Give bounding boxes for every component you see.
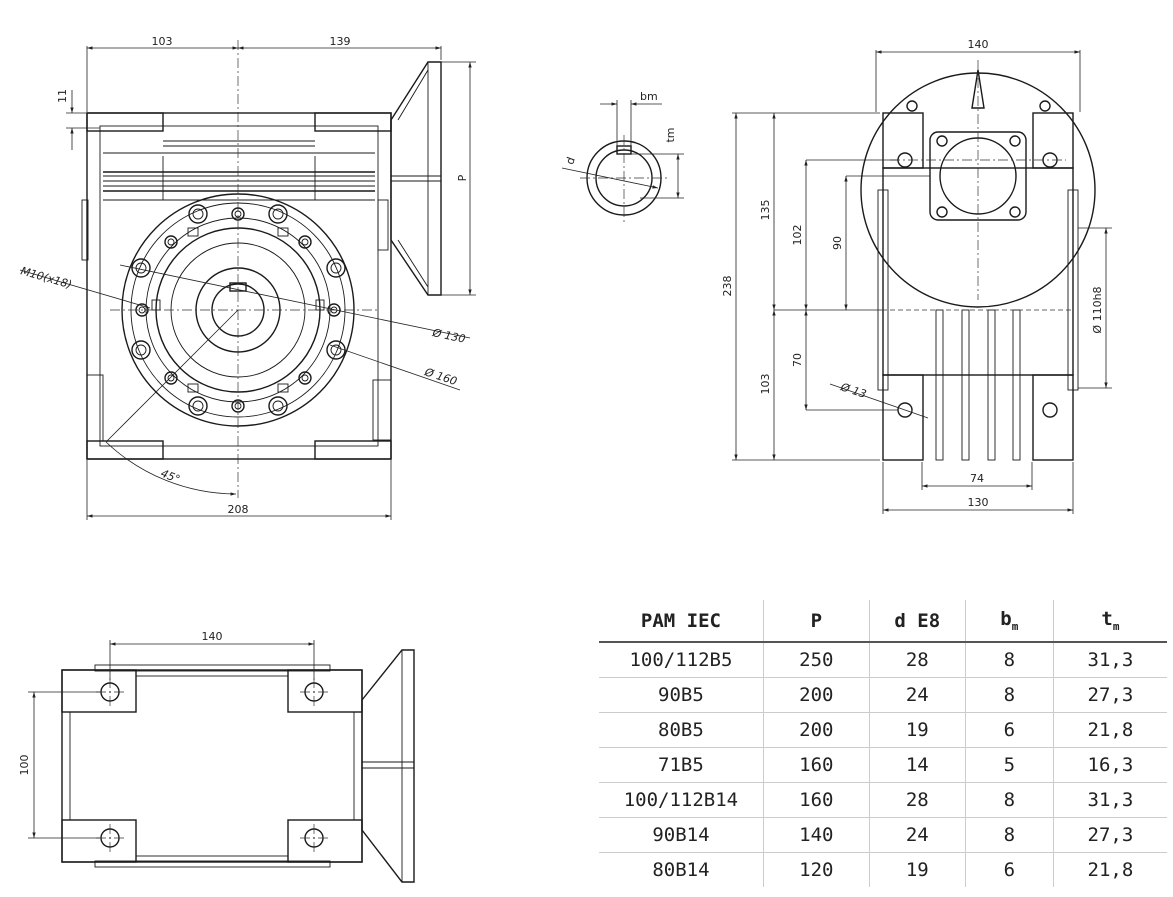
dim-d160: Ø 160 [422, 365, 459, 388]
label-bm: bm [640, 90, 658, 103]
dim-side-140: 140 [968, 38, 989, 51]
dim-102: 102 [791, 225, 804, 246]
cell: 24 [868, 677, 966, 713]
label-m10: M10(x18) [19, 264, 73, 291]
cell: 6 [964, 712, 1054, 748]
col-d-e8: d E8 [868, 600, 966, 643]
col-p: P [762, 600, 870, 643]
col-bm: bm [964, 600, 1054, 643]
col-tm-sub: m [1112, 619, 1120, 633]
col-bm-label: b [1000, 608, 1012, 631]
cell: 90B14 [599, 817, 764, 853]
cell: 200 [762, 677, 870, 713]
dim-103-side: 103 [759, 374, 772, 395]
dim-100: 100 [18, 755, 31, 776]
cell: 19 [868, 712, 966, 748]
cell: 24 [868, 817, 966, 853]
dim-139: 139 [330, 35, 351, 48]
cell: 100/112B14 [599, 782, 764, 818]
dim-d130: Ø 130 [430, 326, 466, 346]
cell: 120 [762, 852, 870, 887]
cell: 27,3 [1052, 677, 1167, 713]
dim-p: P [456, 174, 469, 181]
dim-208: 208 [228, 503, 249, 516]
cell: 6 [964, 852, 1054, 887]
col-pam-iec: PAM IEC [599, 600, 764, 643]
cell: 28 [868, 782, 966, 818]
cell: 8 [964, 817, 1054, 853]
dim-70: 70 [791, 353, 804, 367]
col-bm-sub: m [1011, 619, 1019, 633]
cell: 90B5 [599, 677, 764, 713]
side-view: 140 238 135 103 102 70 90 Ø 110h8 Ø 13 7… [721, 38, 1112, 514]
cell: 27,3 [1052, 817, 1167, 853]
dim-bottom-140: 140 [202, 630, 223, 643]
cell: 14 [868, 747, 966, 783]
cell: 160 [762, 782, 870, 818]
cell: 140 [762, 817, 870, 853]
col-tm: tm [1052, 600, 1167, 643]
cell: 5 [964, 747, 1054, 783]
cell: 71B5 [599, 747, 764, 783]
cell: 160 [762, 747, 870, 783]
cell: 16,3 [1052, 747, 1167, 783]
label-tm: tm [664, 127, 677, 142]
dim-side-130: 130 [968, 496, 989, 509]
cell: 250 [762, 641, 870, 678]
cell: 21,8 [1052, 712, 1167, 748]
dim-238: 238 [721, 276, 734, 297]
cell: 28 [868, 641, 966, 678]
dim-d13: Ø 13 [838, 380, 868, 401]
cell: 8 [964, 641, 1054, 678]
dim-90: 90 [831, 236, 844, 250]
bottom-view: 140 100 [18, 630, 415, 883]
dim-103: 103 [152, 35, 173, 48]
col-tm-label: t [1101, 608, 1113, 631]
label-d: d [563, 155, 578, 166]
cell: 80B5 [599, 712, 764, 748]
cell: 8 [964, 677, 1054, 713]
dim-45deg: 45° [159, 467, 182, 486]
cell: 100/112B5 [599, 641, 764, 678]
dim-11: 11 [56, 89, 69, 103]
cell: 31,3 [1052, 641, 1167, 678]
cell: 31,3 [1052, 782, 1167, 818]
front-view: 103 139 11 P M10(x18) Ø 130 Ø 160 45° 20… [19, 35, 476, 520]
cell: 21,8 [1052, 852, 1167, 887]
shaft-key-detail: bm tm d [561, 90, 684, 222]
cell: 80B14 [599, 852, 764, 887]
cell: 19 [868, 852, 966, 887]
spec-table-header: PAM IEC P d E8 bm tm [599, 600, 1167, 643]
cell: 8 [964, 782, 1054, 818]
dim-135: 135 [759, 200, 772, 221]
cell: 200 [762, 712, 870, 748]
dim-74: 74 [970, 472, 984, 485]
dim-d110h8: Ø 110h8 [1091, 286, 1104, 333]
